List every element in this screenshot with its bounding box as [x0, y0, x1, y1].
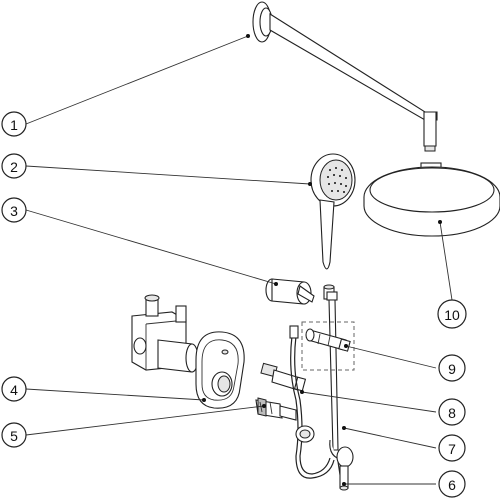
callout-5: 5	[1, 422, 27, 448]
shower-arm	[252, 1, 438, 152]
callout-1-label: 1	[10, 117, 18, 133]
hand-shower	[310, 153, 356, 270]
concealed-valve-body	[131, 294, 199, 373]
callout-3-label: 3	[10, 203, 18, 219]
callout-4-label: 4	[10, 382, 18, 398]
callout-9-label: 9	[448, 361, 456, 377]
callout-2: 2	[1, 153, 27, 179]
rain-shower-head	[363, 162, 500, 237]
cover-plate	[195, 331, 245, 409]
callout-9: 9	[438, 354, 466, 382]
callout-7: 7	[438, 434, 466, 462]
callout-8: 8	[438, 398, 466, 426]
slide-holder	[301, 321, 355, 371]
shower-hose	[289, 325, 335, 479]
callout-10: 10	[437, 299, 467, 329]
callout-3: 3	[1, 197, 27, 223]
callout-1: 1	[1, 111, 27, 137]
callout-7-label: 7	[448, 441, 456, 457]
callout-2-label: 2	[10, 159, 18, 175]
callout-6-label: 6	[448, 477, 456, 493]
callout-10-label: 10	[444, 307, 460, 323]
callout-5-label: 5	[10, 428, 18, 444]
diverter	[260, 362, 307, 392]
cartridge	[255, 397, 297, 421]
callout-4: 4	[1, 376, 27, 402]
callout-6: 6	[438, 470, 466, 498]
callout-8-label: 8	[448, 405, 456, 421]
leader-lines	[25, 34, 453, 486]
